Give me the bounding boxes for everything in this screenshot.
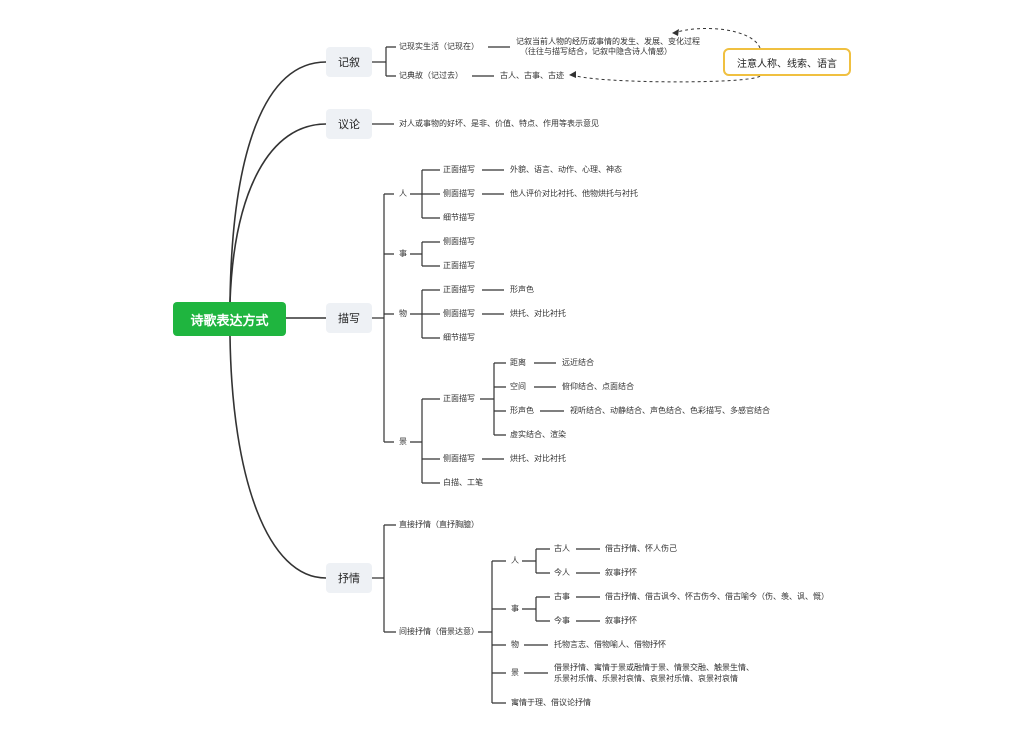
- miaoxie-ren[interactable]: 人: [399, 189, 407, 198]
- miaoxie-ren-detail[interactable]: 细节描写: [443, 213, 475, 222]
- miaoxie-shi-side[interactable]: 侧面描写: [443, 237, 475, 246]
- shuqing-shi-ancient[interactable]: 古事: [554, 592, 570, 601]
- connector-root-shuqing: [229, 335, 327, 579]
- shuqing-ren-ancient[interactable]: 古人: [554, 544, 570, 553]
- shuqing-jing-desc-line1: 借景抒情、寓情于景或融情于景、情景交融、触景生情、: [554, 663, 754, 672]
- arrowhead-lower: [569, 71, 576, 78]
- shuqing-jing-desc-line2: 乐景衬乐情、乐景衬哀情、哀景衬乐情、哀景衬哀情: [554, 674, 738, 683]
- category-shuqing[interactable]: 抒情: [326, 563, 372, 593]
- miaoxie-wu[interactable]: 物: [399, 309, 407, 318]
- category-miaoxie[interactable]: 描写: [326, 303, 372, 333]
- jing-distance[interactable]: 距离: [510, 358, 526, 367]
- connector-root-yilun: [229, 123, 327, 303]
- miaoxie-shi-front[interactable]: 正面描写: [443, 261, 475, 270]
- note-box[interactable]: 注意人称、线索、语言: [723, 48, 851, 76]
- shuqing-li[interactable]: 寓情于理、借议论抒情: [511, 698, 591, 707]
- shuqing-indirect[interactable]: 间接抒情（借景达意）: [399, 627, 479, 636]
- jing-form-sound-color[interactable]: 形声色: [510, 406, 534, 415]
- shuqing-jing[interactable]: 景: [511, 668, 519, 677]
- yilun-desc: 对人或事物的好坏、是非、价值、特点、作用等表示意见: [399, 119, 599, 128]
- jing-space[interactable]: 空间: [510, 382, 526, 391]
- category-jixu[interactable]: 记叙: [326, 47, 372, 77]
- miaoxie-jing-baimiao[interactable]: 白描、工笔: [443, 478, 483, 487]
- jixu-current-desc-line2: （往往与描写结合，记叙中隐含诗人情感）: [520, 47, 672, 56]
- connector-root-jixu: [229, 61, 327, 303]
- shuqing-wu[interactable]: 物: [511, 640, 519, 649]
- miaoxie-wu-side[interactable]: 侧面描写: [443, 309, 475, 318]
- jing-space-desc: 俯仰结合、点面结合: [562, 382, 634, 391]
- shuqing-shi[interactable]: 事: [511, 604, 519, 613]
- jing-virtual-real[interactable]: 虚实结合、渲染: [510, 430, 566, 439]
- shuqing-shi-modern[interactable]: 今事: [554, 616, 570, 625]
- miaoxie-shi[interactable]: 事: [399, 249, 407, 258]
- miaoxie-wu-detail[interactable]: 细节描写: [443, 333, 475, 342]
- miaoxie-ren-front-desc: 外貌、语言、动作、心理、神态: [510, 165, 622, 174]
- miaoxie-ren-side-desc: 他人评价对比衬托、他物烘托与衬托: [510, 189, 638, 198]
- shuqing-ren[interactable]: 人: [511, 556, 519, 565]
- miaoxie-wu-side-desc: 烘托、对比衬托: [510, 309, 566, 318]
- shuqing-ren-modern-desc: 叙事抒怀: [605, 568, 637, 577]
- miaoxie-wu-front[interactable]: 正面描写: [443, 285, 475, 294]
- arrowhead-upper: [672, 29, 679, 36]
- jixu-branch-current[interactable]: 记现实生活（记现在）: [399, 42, 479, 51]
- jixu-allusion-desc: 古人、古事、古迹: [500, 71, 564, 80]
- jing-distance-desc: 远近结合: [562, 358, 594, 367]
- miaoxie-jing[interactable]: 景: [399, 437, 407, 446]
- root-node[interactable]: 诗歌表达方式: [173, 302, 286, 336]
- miaoxie-jing-front[interactable]: 正面描写: [443, 394, 475, 403]
- shuqing-ren-modern[interactable]: 今人: [554, 568, 570, 577]
- shuqing-ren-ancient-desc: 借古抒情、怀人伤己: [605, 544, 677, 553]
- shuqing-shi-modern-desc: 叙事抒怀: [605, 616, 637, 625]
- note-link-lower: [571, 74, 761, 83]
- note-link-upper: [673, 27, 761, 49]
- shuqing-shi-ancient-desc: 借古抒情、借古讽今、怀古伤今、借古喻今（伤、羡、讽、慨）: [605, 592, 829, 601]
- category-yilun[interactable]: 议论: [326, 109, 372, 139]
- shuqing-wu-desc: 托物言志、借物喻人、借物抒怀: [554, 640, 666, 649]
- miaoxie-ren-side[interactable]: 侧面描写: [443, 189, 475, 198]
- miaoxie-jing-side[interactable]: 侧面描写: [443, 454, 475, 463]
- miaoxie-jing-side-desc: 烘托、对比衬托: [510, 454, 566, 463]
- miaoxie-ren-front[interactable]: 正面描写: [443, 165, 475, 174]
- miaoxie-wu-front-desc: 形声色: [510, 285, 534, 294]
- shuqing-direct[interactable]: 直接抒情（直抒胸臆）: [399, 520, 479, 529]
- jixu-branch-allusion[interactable]: 记典故（记过去）: [399, 71, 463, 80]
- jing-form-sound-color-desc: 视听结合、动静结合、声色结合、色彩描写、多感官结合: [570, 406, 770, 415]
- jixu-current-desc-line1: 记叙当前人物的经历或事情的发生、发展、变化过程: [516, 37, 700, 46]
